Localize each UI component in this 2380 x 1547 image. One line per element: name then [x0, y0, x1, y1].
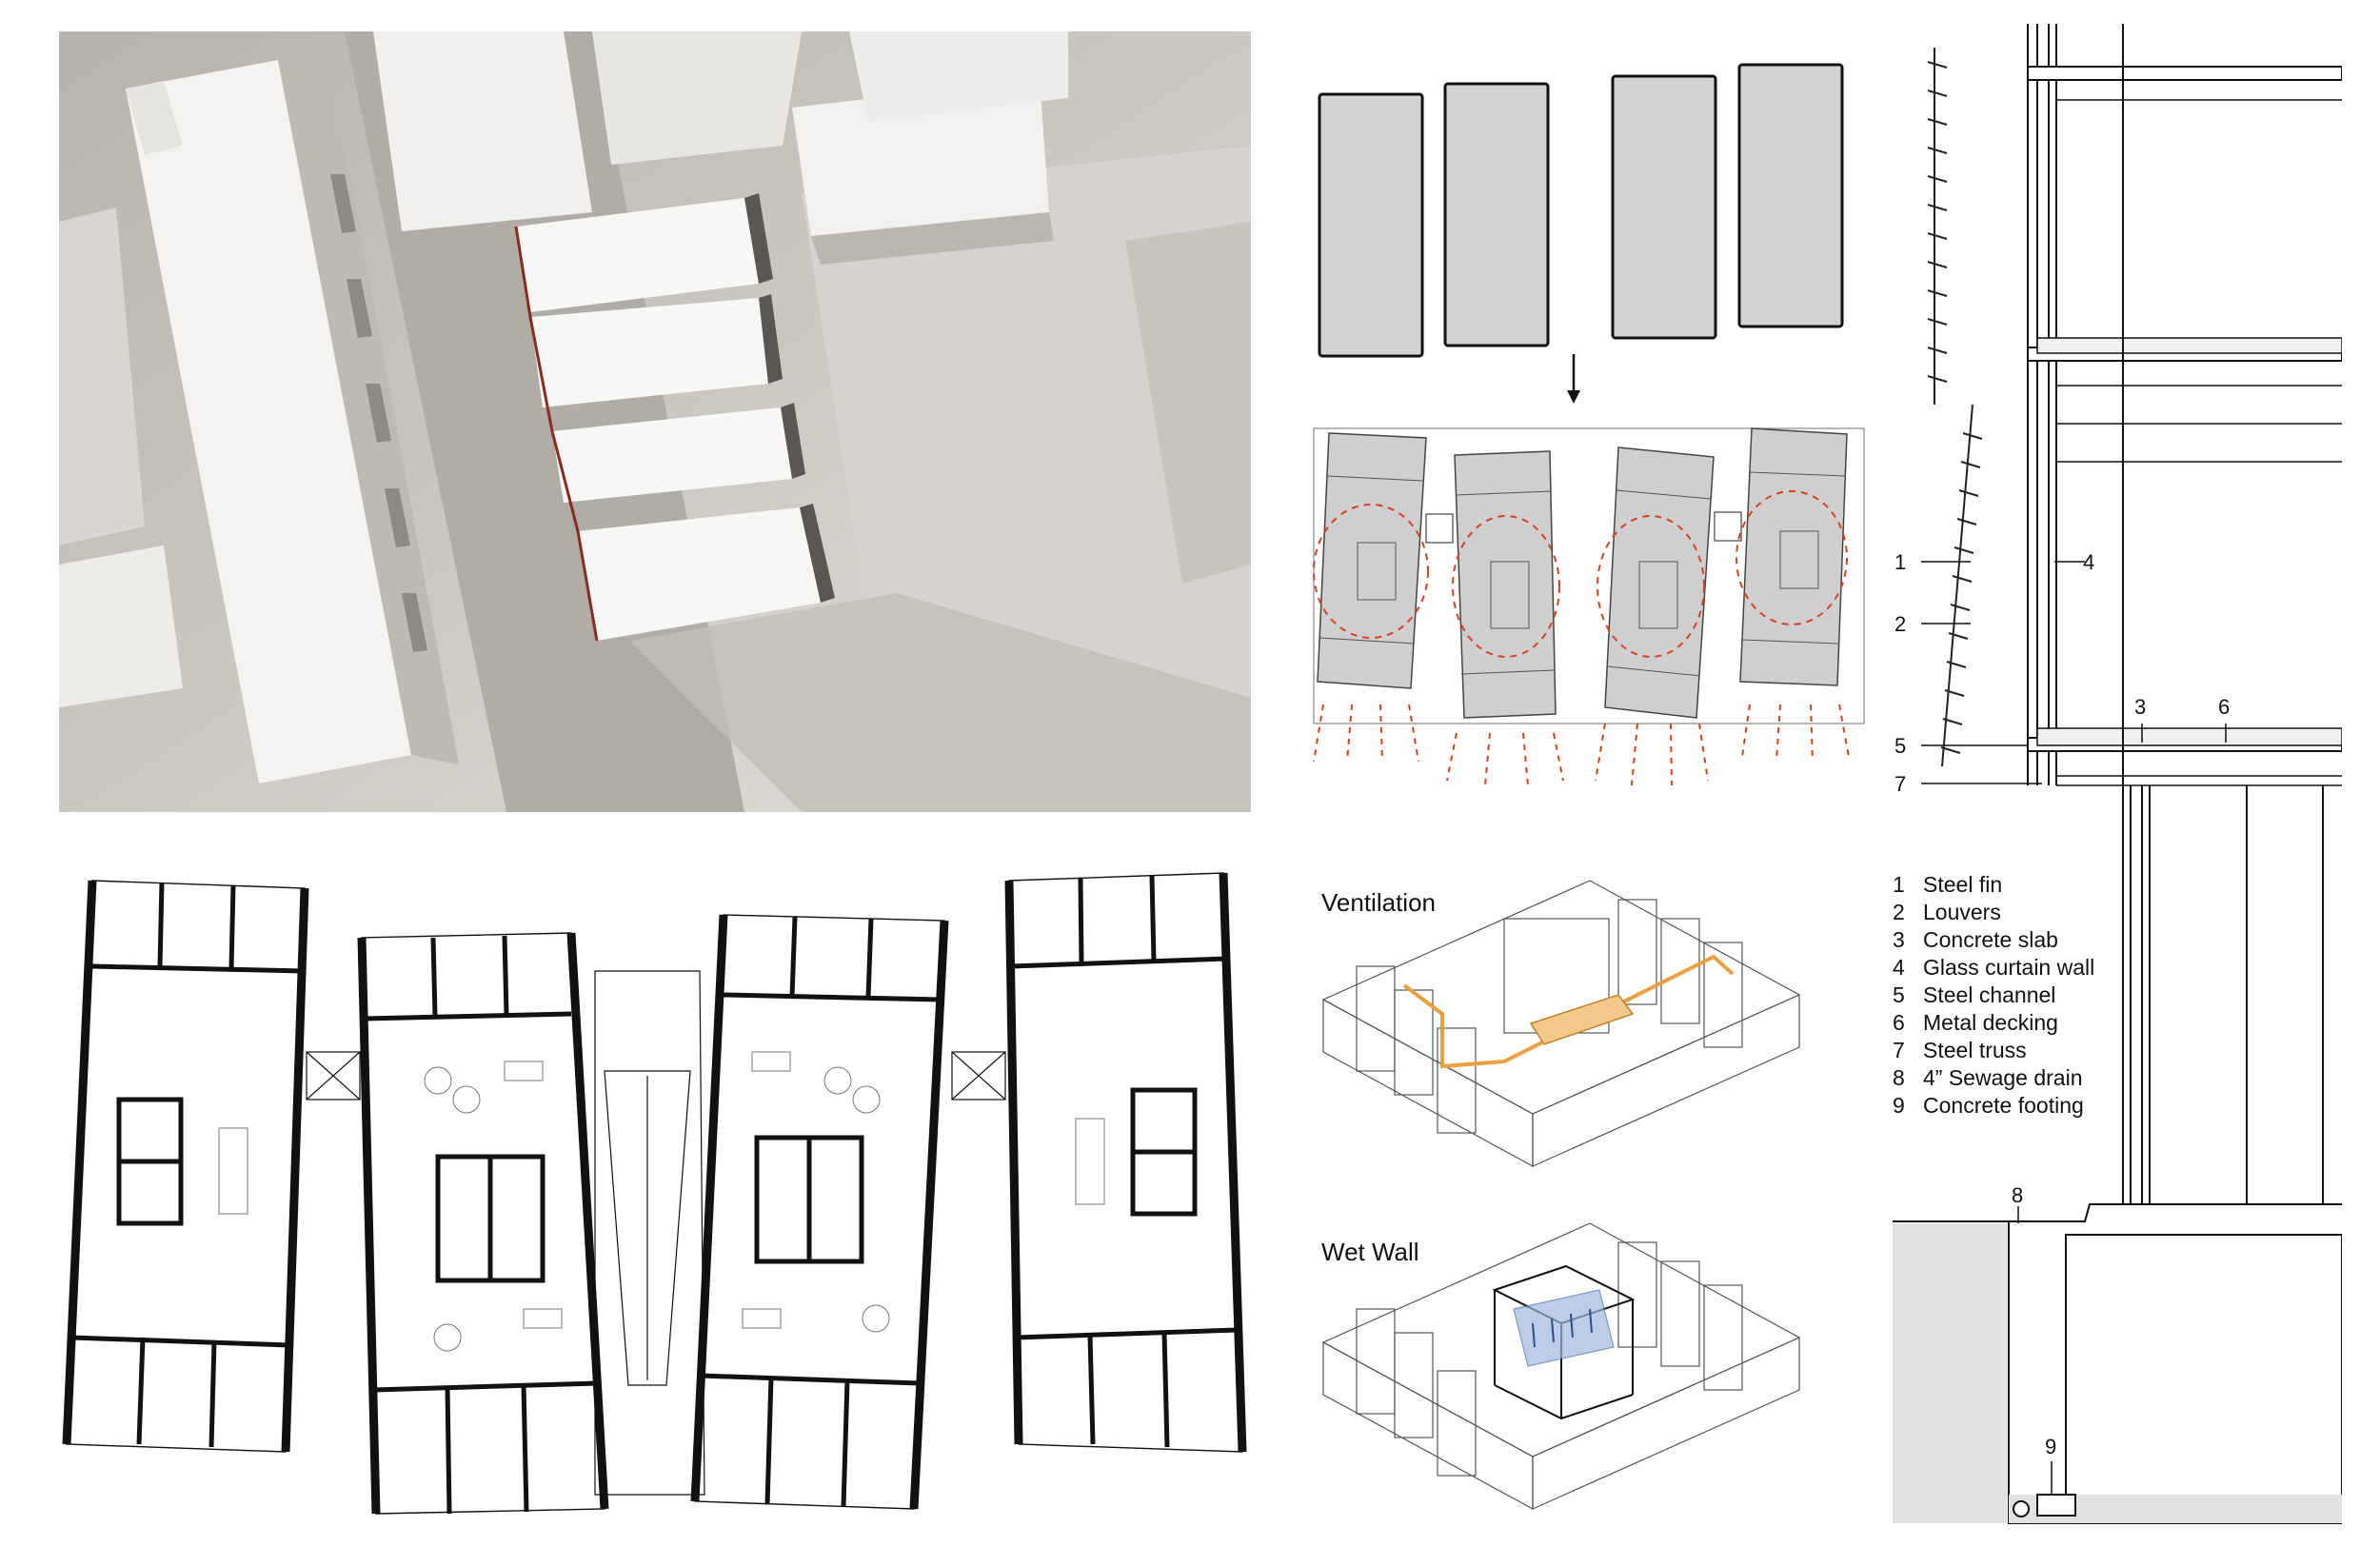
callout-9: 9 [2045, 1435, 2056, 1458]
wetwall-title: Wet Wall [1321, 1238, 1419, 1266]
callout-7: 7 [1894, 772, 1906, 796]
original-blocks [1318, 63, 1844, 358]
callout-6: 6 [2218, 695, 2230, 719]
wall-section: 1 2 4 5 7 3 6 8 9 [1885, 24, 2342, 1533]
rotation-diagram [1304, 57, 1875, 809]
wetwall-diagram [1314, 1204, 1809, 1533]
callout-1: 1 [1894, 550, 1906, 574]
callout-2: 2 [1894, 612, 1906, 636]
ventilation-diagram [1314, 862, 1809, 1190]
massing-render [59, 31, 1251, 812]
floor-plan [57, 862, 1257, 1518]
callout-8: 8 [2012, 1183, 2023, 1207]
callout-4: 4 [2083, 550, 2094, 574]
callout-5: 5 [1894, 734, 1906, 758]
ventilation-title: Ventilation [1321, 888, 1436, 917]
callout-3: 3 [2134, 695, 2146, 719]
